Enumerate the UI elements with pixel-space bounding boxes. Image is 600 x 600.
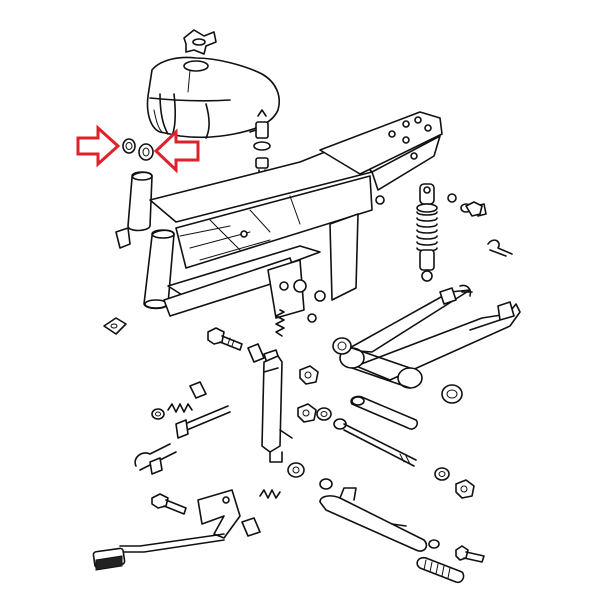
tank-mount-rubber-bushings — [122, 138, 154, 161]
footpeg-rubber — [416, 556, 465, 584]
stand-pivot-bolt — [287, 462, 305, 478]
hex-bolt — [455, 545, 485, 563]
flat-washer — [316, 407, 332, 421]
linkage-rod — [175, 405, 231, 439]
swingarm-pivot-bolt — [333, 418, 417, 467]
clip-bracket — [103, 317, 127, 335]
return-spring — [167, 403, 193, 413]
spacer-bushing — [189, 381, 207, 399]
swingarm-bushing — [332, 337, 463, 404]
flat-washer — [151, 408, 165, 420]
hex-bolt — [151, 493, 187, 515]
main-frame — [115, 111, 443, 323]
rear-brake-pedal — [119, 489, 241, 553]
spacer-bushing — [241, 517, 261, 537]
flat-washer — [428, 539, 440, 549]
callout-arrow-left — [153, 128, 200, 174]
hex-nut — [455, 479, 475, 499]
hex-nut — [297, 403, 317, 423]
rear-shock-absorber — [416, 183, 438, 282]
split-pin — [487, 239, 513, 257]
hex-bolt — [465, 201, 483, 217]
swingarm — [339, 284, 521, 389]
return-spring — [275, 309, 285, 337]
brake-rod — [134, 443, 177, 475]
flat-washer — [434, 467, 450, 481]
brake-pedal-rubber — [92, 547, 126, 571]
return-spring — [259, 489, 281, 499]
side-stand — [261, 355, 293, 463]
swingarm-pivot-tube — [350, 395, 419, 430]
hex-nut — [299, 365, 319, 385]
fuel-cap — [183, 29, 217, 55]
callout-arrow-right — [76, 124, 121, 168]
footpeg-bracket — [319, 478, 428, 552]
hex-bolt — [207, 327, 243, 351]
fuel-tank — [146, 56, 280, 139]
